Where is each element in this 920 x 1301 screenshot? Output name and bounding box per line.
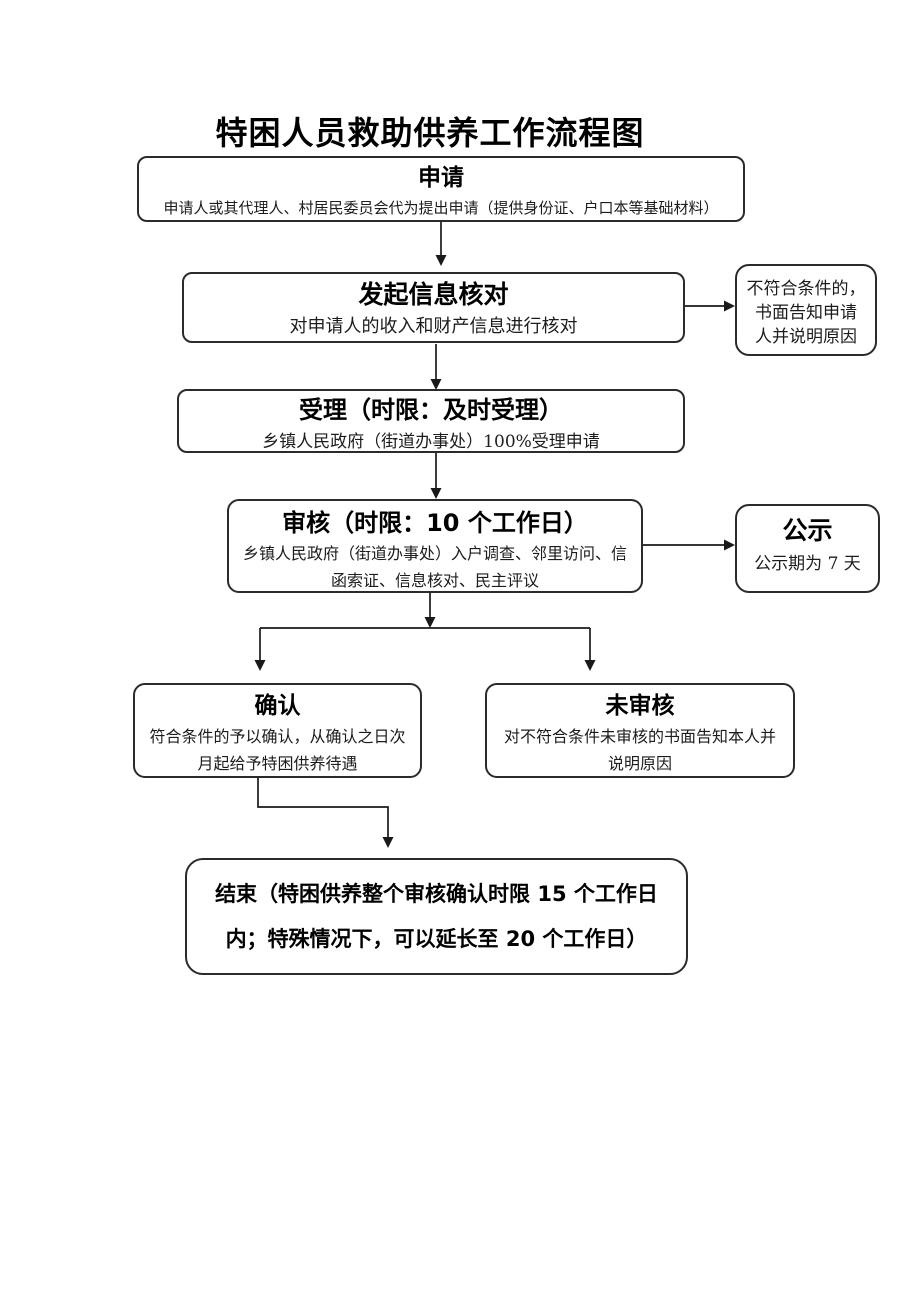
accept-box: 受理（时限：及时受理） 乡镇人民政府（街道办事处）100%受理申请	[177, 389, 685, 453]
apply-body: 申请人或其代理人、村居民委员会代为提出申请（提供身份证、户口本等基础材料）	[163, 198, 719, 217]
publicity-box: 公示 公示期为 7 天	[735, 504, 880, 593]
confirm-title: 确认	[254, 693, 301, 719]
page-title: 特困人员救助供养工作流程图	[215, 114, 645, 152]
not-reviewed-box: 未审核 对不符合条件未审核的书面告知本人并 说明原因	[485, 683, 795, 778]
review-body: 乡镇人民政府（街道办事处）入户调查、邻里访问、信 函索证、信息核对、民主评议	[242, 544, 627, 590]
reject-notice-body: 不符合条件的， 书面告知申请 人并说明原因	[746, 279, 866, 347]
review-box: 审核（时限：10 个工作日） 乡镇人民政府（街道办事处）入户调查、邻里访问、信 …	[227, 499, 643, 593]
info-check-title: 发起信息核对	[358, 280, 509, 309]
info-check-body: 对申请人的收入和财产信息进行核对	[289, 316, 578, 338]
review-title: 审核（时限：10 个工作日）	[282, 509, 588, 537]
info-check-box: 发起信息核对 对申请人的收入和财产信息进行核对	[182, 272, 685, 343]
not-reviewed-body: 对不符合条件未审核的书面告知本人并 说明原因	[503, 726, 776, 773]
end-body: 结束（特困供养整个审核确认时限 15 个工作日 内；特殊情况下，可以延长至 20…	[215, 882, 658, 951]
publicity-title: 公示	[782, 516, 833, 545]
confirm-body: 符合条件的予以确认，从确认之日次 月起给予特困供养待遇	[149, 726, 406, 773]
accept-title: 受理（时限：及时受理）	[299, 396, 563, 424]
arrow-confirm-to-end	[257, 778, 394, 848]
not-reviewed-title: 未审核	[605, 693, 675, 719]
end-box: 结束（特困供养整个审核确认时限 15 个工作日 内；特殊情况下，可以延长至 20…	[185, 858, 688, 975]
confirm-box: 确认 符合条件的予以确认，从确认之日次 月起给予特困供养待遇	[133, 683, 422, 778]
apply-box: 申请 申请人或其代理人、村居民委员会代为提出申请（提供身份证、户口本等基础材料）	[137, 156, 745, 222]
reject-notice-box: 不符合条件的， 书面告知申请 人并说明原因	[735, 264, 877, 356]
publicity-body: 公示期为 7 天	[754, 554, 861, 575]
accept-body: 乡镇人民政府（街道办事处）100%受理申请	[262, 432, 600, 452]
apply-title: 申请	[418, 165, 464, 191]
